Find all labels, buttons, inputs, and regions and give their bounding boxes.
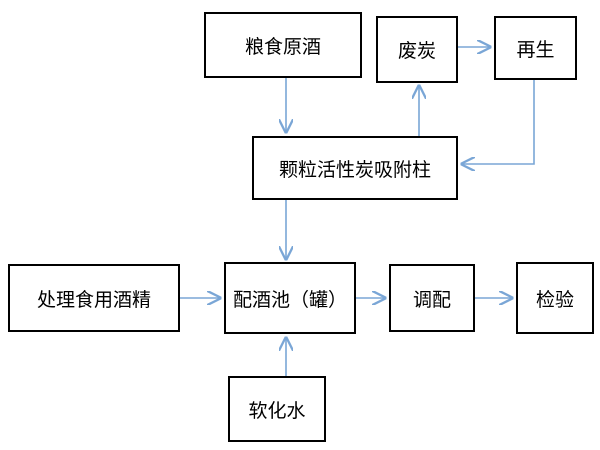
node-inspection: 检验 <box>516 262 594 334</box>
node-blending-tank: 配酒池（罐） <box>224 262 356 334</box>
node-blending-tank-label: 配酒池（罐） <box>232 288 347 311</box>
node-activated-carbon-column: 颗粒活性炭吸附柱 <box>252 136 458 200</box>
node-activated-carbon-column-label: 颗粒活性炭吸附柱 <box>278 158 431 181</box>
node-grain-base-liquor: 粮食原酒 <box>204 12 362 78</box>
node-blending-label: 调配 <box>412 288 451 311</box>
node-inspection-label: 检验 <box>535 288 574 311</box>
node-regeneration: 再生 <box>494 16 577 80</box>
node-softened-water: 软化水 <box>228 376 326 442</box>
node-spent-carbon-label: 废炭 <box>397 40 436 62</box>
node-spent-carbon: 废炭 <box>376 16 458 83</box>
node-blending: 调配 <box>389 264 475 332</box>
node-regeneration-label: 再生 <box>516 38 555 61</box>
node-treated-edible-alcohol-label: 处理食用酒精 <box>36 288 151 311</box>
node-treated-edible-alcohol: 处理食用酒精 <box>8 264 180 332</box>
node-softened-water-label: 软化水 <box>248 399 306 422</box>
node-grain-base-liquor-label: 粮食原酒 <box>244 35 321 58</box>
edge-regeneration-to-column <box>462 80 535 164</box>
